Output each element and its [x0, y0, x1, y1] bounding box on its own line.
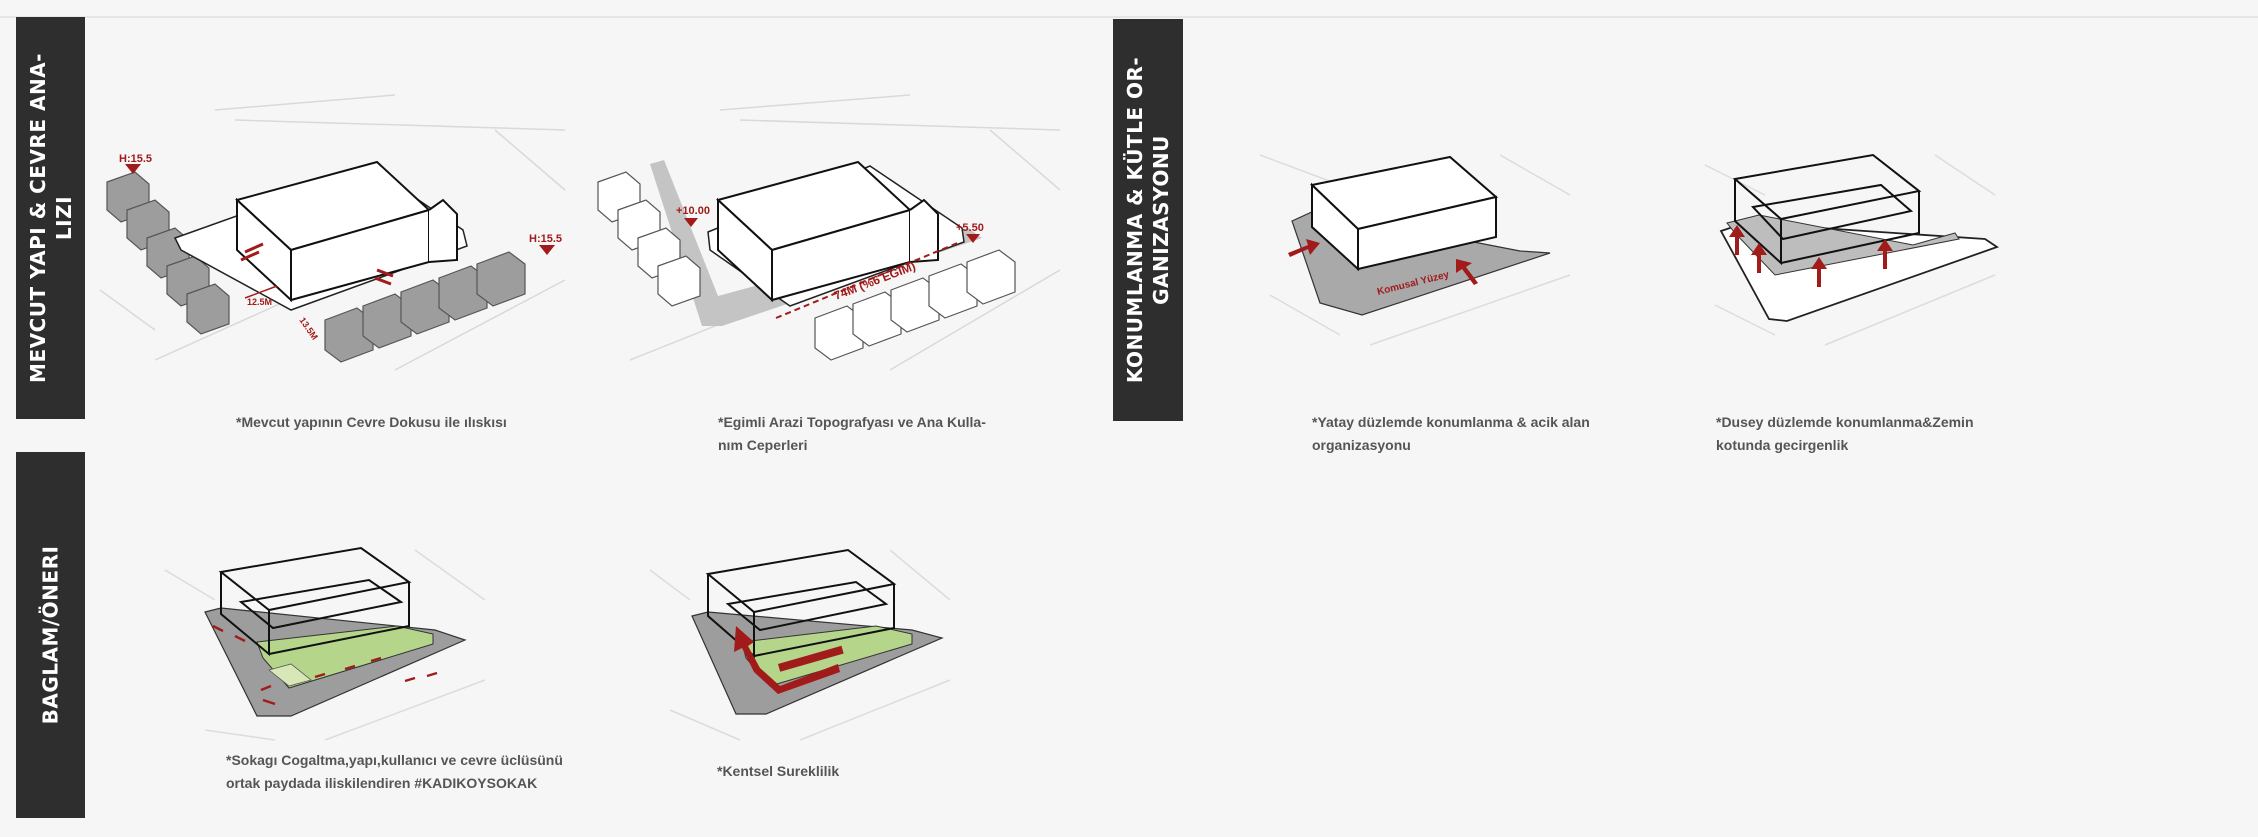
flow-arrows	[212, 624, 438, 706]
caption-street-multiplication: *Sokagı Cogaltma,yapı,kullanıcı ve cevre…	[226, 752, 563, 791]
top-divider	[0, 16, 2258, 18]
dim-label-b: 13.5M	[297, 315, 320, 341]
neighbor-blocks-left	[106, 171, 230, 335]
level-marker-high: +5.50	[956, 222, 984, 243]
caption-urban-continuity: *Kentsel Sureklilik	[717, 763, 840, 779]
section-band-placement: KONUMLANMA & KÜTLE OR- GANIZASYONU	[1113, 19, 1183, 421]
street-lines	[1259, 154, 1571, 346]
permeability-arrows	[1729, 225, 1893, 287]
building-mass	[705, 548, 897, 659]
caption-horizontal-placement: *Yatay düzlemde konumlanma & acik alan o…	[1312, 414, 1590, 453]
svg-text:H:15.5: H:15.5	[119, 153, 152, 165]
svg-text:H:15.5: H:15.5	[529, 233, 562, 245]
section-title-placement: KONUMLANMA & KÜTLE OR- GANIZASYONU	[1123, 56, 1174, 384]
diagram-vertical-placement	[1704, 153, 1999, 346]
svg-text:+5.50: +5.50	[956, 222, 984, 234]
diagram-urban-continuity	[649, 548, 951, 741]
height-marker-right: H:15.5	[529, 233, 562, 255]
diagram-existing-context: H:15.5 H:15.5 12.5M 13.5M	[99, 94, 566, 371]
main-building-mass	[715, 160, 939, 303]
street-lines	[99, 94, 566, 371]
svg-text:+10.00: +10.00	[676, 205, 710, 217]
building-mass	[1309, 155, 1499, 272]
continuity-arrow	[734, 626, 840, 694]
diagram-horizontal-placement: Komusal Yüzey	[1259, 154, 1571, 346]
neighbor-blocks-right	[324, 251, 526, 363]
neighbor-blocks-white	[597, 171, 1016, 361]
level-marker-low: +10.00	[676, 205, 710, 227]
section-band-existing: MEVCUT YAPI & CEVRE ANA- LIZI	[16, 17, 85, 419]
section-band-context: BAGLAM/ÖNERI	[16, 452, 85, 818]
street-lines	[649, 549, 951, 741]
diagram-slope-topography: +10.00 +5.50 74M (%6 EGIM)	[597, 94, 1061, 371]
access-arrow-left	[1288, 239, 1320, 257]
lifted-building-mass	[1732, 153, 1922, 266]
height-marker-left: H:15.5	[119, 153, 152, 174]
ground-slab	[1726, 214, 1960, 276]
dim-label-a: 12.5M	[247, 297, 272, 307]
caption-slope-topography: *Egimli Arazi Topografyası ve Ana Kulla-…	[718, 414, 986, 453]
section-title-context: BAGLAM/ÖNERI	[38, 545, 63, 725]
steps-strip	[268, 663, 312, 687]
caption-existing-context: *Mevcut yapının Cevre Dokusu ile ılıskıs…	[236, 414, 507, 430]
section-title-existing: MEVCUT YAPI & CEVRE ANA- LIZI	[25, 53, 76, 383]
interaction-arrows	[240, 242, 394, 286]
dim-line-a	[244, 285, 278, 299]
diagram-street-multiplication	[164, 546, 486, 741]
main-building-mass	[234, 160, 458, 303]
continuity-strip	[778, 645, 844, 672]
caption-vertical-placement: *Dusey düzlemde konumlanma&Zemin kotunda…	[1716, 414, 1974, 453]
street-lines	[164, 549, 486, 741]
slope-dimension-line	[775, 241, 961, 319]
access-arrow-right	[1456, 259, 1478, 285]
building-mass	[218, 546, 412, 657]
